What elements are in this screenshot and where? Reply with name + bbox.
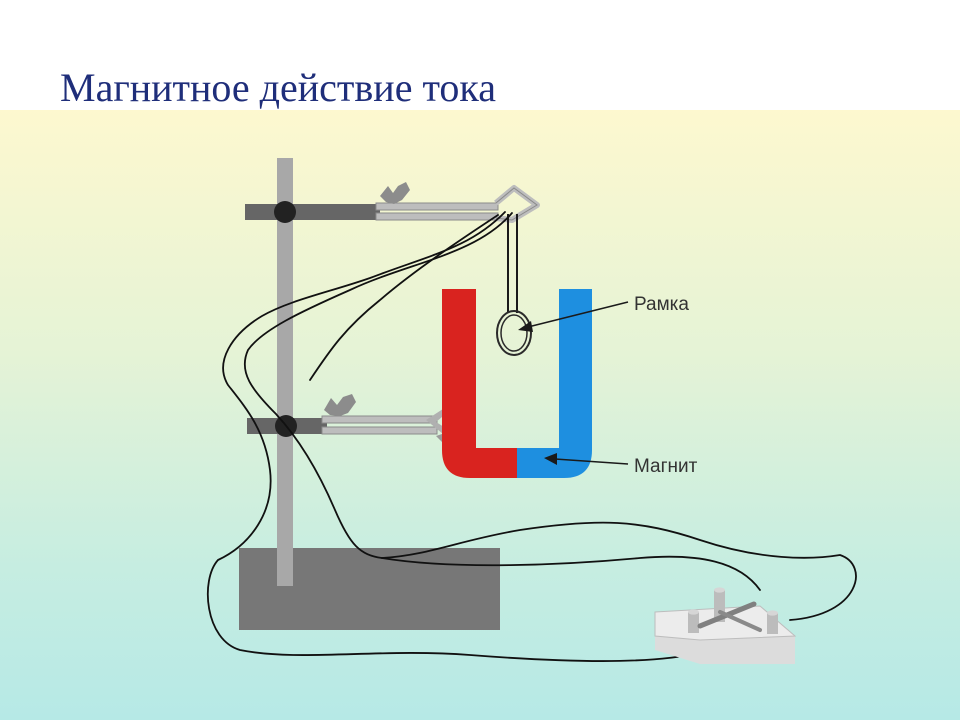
- wire-frame: [496, 214, 532, 356]
- frame-pointer-arrowhead: [518, 321, 533, 332]
- frame-pointer: [527, 301, 629, 328]
- label-frame: Рамка: [634, 294, 689, 315]
- magnet-pointer: [554, 458, 629, 465]
- switch: [654, 587, 797, 664]
- u-magnet: [442, 289, 592, 478]
- connecting-wires: [207, 211, 857, 663]
- magnet-pointer-arrowhead: [544, 453, 557, 465]
- upper-clamp: [245, 182, 540, 223]
- stand-rod: [277, 158, 293, 586]
- slide-title: Магнитное действие тока: [60, 65, 496, 110]
- label-magnet: Магнит: [634, 456, 698, 477]
